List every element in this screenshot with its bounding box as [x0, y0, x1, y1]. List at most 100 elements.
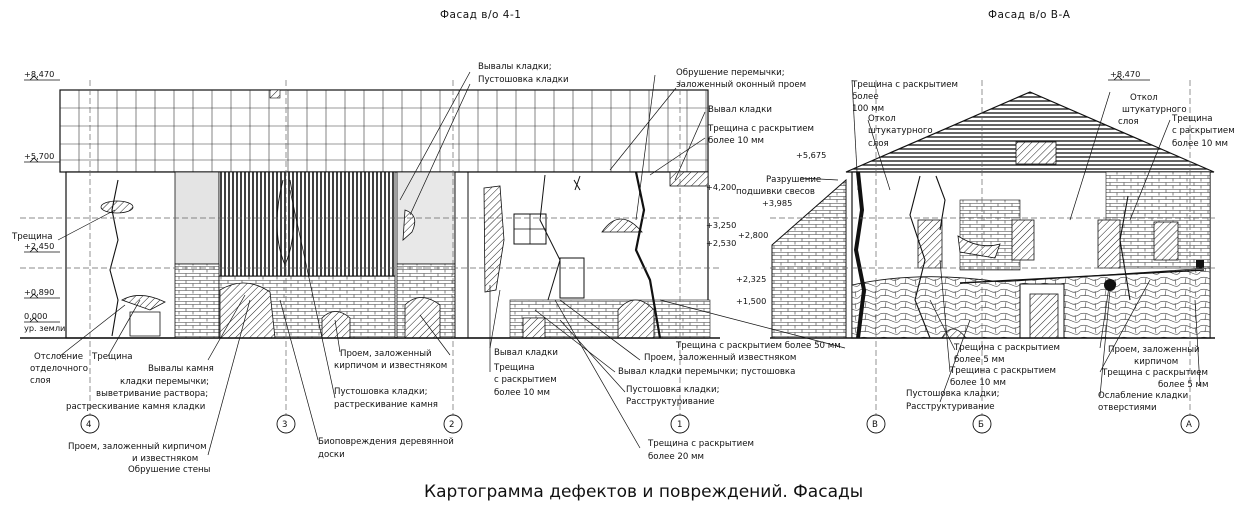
label-crack: Трещина	[11, 232, 53, 242]
label-eaves-1: Разрушение	[766, 175, 821, 185]
label-crack10-3: более 10 мм	[494, 388, 550, 398]
label-bio-1: Биоповреждения деревянной	[318, 437, 454, 447]
label-joints-r1: Пустошовка кладки;	[906, 389, 999, 399]
wooden-boards	[218, 171, 396, 277]
label-crack-top-2: более 10 мм	[708, 136, 764, 146]
label-joints-1: Пустошовка кладки;	[334, 387, 427, 397]
label-opening-lime-1: Проем, заложенный	[340, 349, 432, 359]
label-eaves-2: подшивки свесов	[736, 187, 815, 197]
label-collapse-2: заложенный оконный проем	[676, 80, 806, 90]
leader-lines	[57, 71, 1201, 456]
level-1500: +1,500	[736, 296, 766, 306]
label-crack-2: Трещина	[91, 352, 133, 362]
label-crack100-1: Трещина с раскрытием	[851, 80, 958, 90]
axis-V: В	[872, 420, 878, 430]
label-opening-3: Обрушение стены	[128, 465, 211, 475]
label-spall-1: Откол	[868, 114, 896, 124]
label-crack5b-2: более 5 мм	[1158, 380, 1209, 390]
label-weakening-2: отверстиями	[1098, 403, 1157, 413]
wall-hole	[1104, 279, 1116, 291]
label-stone-3: выветривание раствора;	[96, 389, 208, 399]
label-falls-top-2: Пустошовка кладки	[478, 75, 569, 85]
crack-line	[109, 179, 119, 337]
axis-B: Б	[978, 420, 984, 430]
label-opening-1: Проем, заложенный кирпичом	[68, 442, 207, 452]
crack-50mm	[634, 171, 662, 339]
drawing-caption: Картограмма дефектов и повреждений. Фаса…	[424, 482, 863, 502]
label-lintel-fall: Вывал кладки перемычки; пустошовка	[618, 367, 795, 377]
labels-left: Трещина Отслоение отделочного слоя Трещи…	[11, 62, 841, 475]
axis-3: 3	[282, 420, 287, 430]
label-stone-4: растрескивание камня кладки	[66, 402, 205, 412]
label-detach-1: Отслоение	[34, 352, 83, 362]
label-fall-masonry: Вывал кладки	[494, 348, 558, 358]
level-2530: +2,530	[706, 238, 736, 248]
label-spall-r2: штукатурного	[1122, 105, 1187, 115]
axis-markers: 4 3 2 1 В Б А	[80, 414, 1200, 434]
label-crack10b-2: более 10 мм	[950, 378, 1006, 388]
label-crack100-3: 100 мм	[852, 104, 884, 114]
label-crack100-2: более	[852, 92, 879, 102]
level-5675: +5,675	[796, 150, 826, 160]
label-joints-r2: Расструктуривание	[906, 402, 995, 412]
level-2800: +2,800	[738, 230, 768, 240]
label-spall-2: штукатурного	[868, 126, 933, 136]
facade-left-title: Фасад в/о 4-1	[440, 9, 521, 21]
label-spall-r1: Откол	[1130, 93, 1158, 103]
level-ground: ур. земли	[24, 323, 65, 333]
label-joints2-2: Расструктуривание	[626, 397, 715, 407]
plaster-spall	[100, 200, 134, 214]
label-crack50: Трещина с раскрытием более 50 мм	[675, 341, 841, 351]
label-joints2-1: Пустошовка кладки;	[626, 385, 719, 395]
level-5700: +5,700	[24, 151, 54, 161]
label-detach-2: отделочного	[30, 364, 88, 374]
level-3985: +3,985	[762, 198, 792, 208]
level-marks: +8,470 +5,700 +2,450 +0,890 0,000 ур. зе…	[24, 69, 1150, 333]
facade-right	[770, 91, 1215, 339]
label-spall-r3: слоя	[1118, 117, 1139, 127]
axis-A: А	[1186, 420, 1192, 430]
label-crack20-1: Трещина с раскрытием	[647, 439, 754, 449]
level-8470-left: +8,470	[24, 69, 54, 79]
label-stone-2: кладки перемычки;	[120, 377, 209, 387]
crack-100mm	[853, 171, 867, 339]
level-4200: +4,200	[706, 182, 736, 192]
label-collapse-1: Обрушение перемычки;	[676, 68, 785, 78]
label-spall-3: слоя	[868, 139, 889, 149]
label-crack5b-1: Трещина с раскрытием	[1101, 368, 1208, 378]
label-falls-top-1: Вывалы кладки;	[478, 62, 552, 72]
level-2325: +2,325	[736, 274, 766, 284]
level-0000: 0,000	[24, 311, 47, 321]
label-opening-2: и известняком	[132, 454, 198, 464]
label-stone-1: Вывалы камня	[148, 364, 214, 374]
label-crack20-2: более 20 мм	[648, 452, 704, 462]
level-0890: +0,890	[24, 287, 54, 297]
axis-2: 2	[449, 420, 454, 430]
label-crack10r-1: Трещина	[1171, 114, 1213, 124]
level-2450: +2,450	[24, 241, 54, 251]
label-crack10-2: с раскрытием	[494, 375, 557, 385]
level-3250: +3,250	[706, 220, 736, 230]
axis-4: 4	[86, 420, 91, 430]
roof-left	[59, 89, 709, 173]
label-crack5-2: более 5 мм	[954, 355, 1005, 365]
label-bio-2: доски	[318, 450, 345, 460]
label-crack10b-1: Трещина с раскрытием	[949, 366, 1056, 376]
label-opening-brick-2: кирпичом	[1134, 357, 1178, 367]
labels-right: Трещина с раскрытием более 100 мм Откол …	[851, 80, 1235, 413]
label-opening-limestone: Проем, заложенный известняком	[644, 353, 796, 363]
label-crack10r-3: более 10 мм	[1172, 139, 1228, 149]
facade-left	[20, 89, 720, 339]
roof-vent	[269, 89, 281, 99]
label-joints-2: растрескивание камня	[334, 400, 438, 410]
label-crack10-1: Трещина	[493, 363, 535, 373]
axis-1: 1	[677, 420, 682, 430]
level-8470-right: +8,470	[1110, 69, 1140, 79]
label-crack5-1: Трещина с раскрытием	[953, 343, 1060, 353]
label-opening-lime-2: кирпичом и известняком	[334, 361, 447, 371]
label-crack-top-1: Трещина с раскрытием	[707, 124, 814, 134]
label-fall-top: Вывал кладки	[708, 105, 772, 115]
label-opening-brick-1: Проем, заложенный	[1108, 345, 1200, 355]
